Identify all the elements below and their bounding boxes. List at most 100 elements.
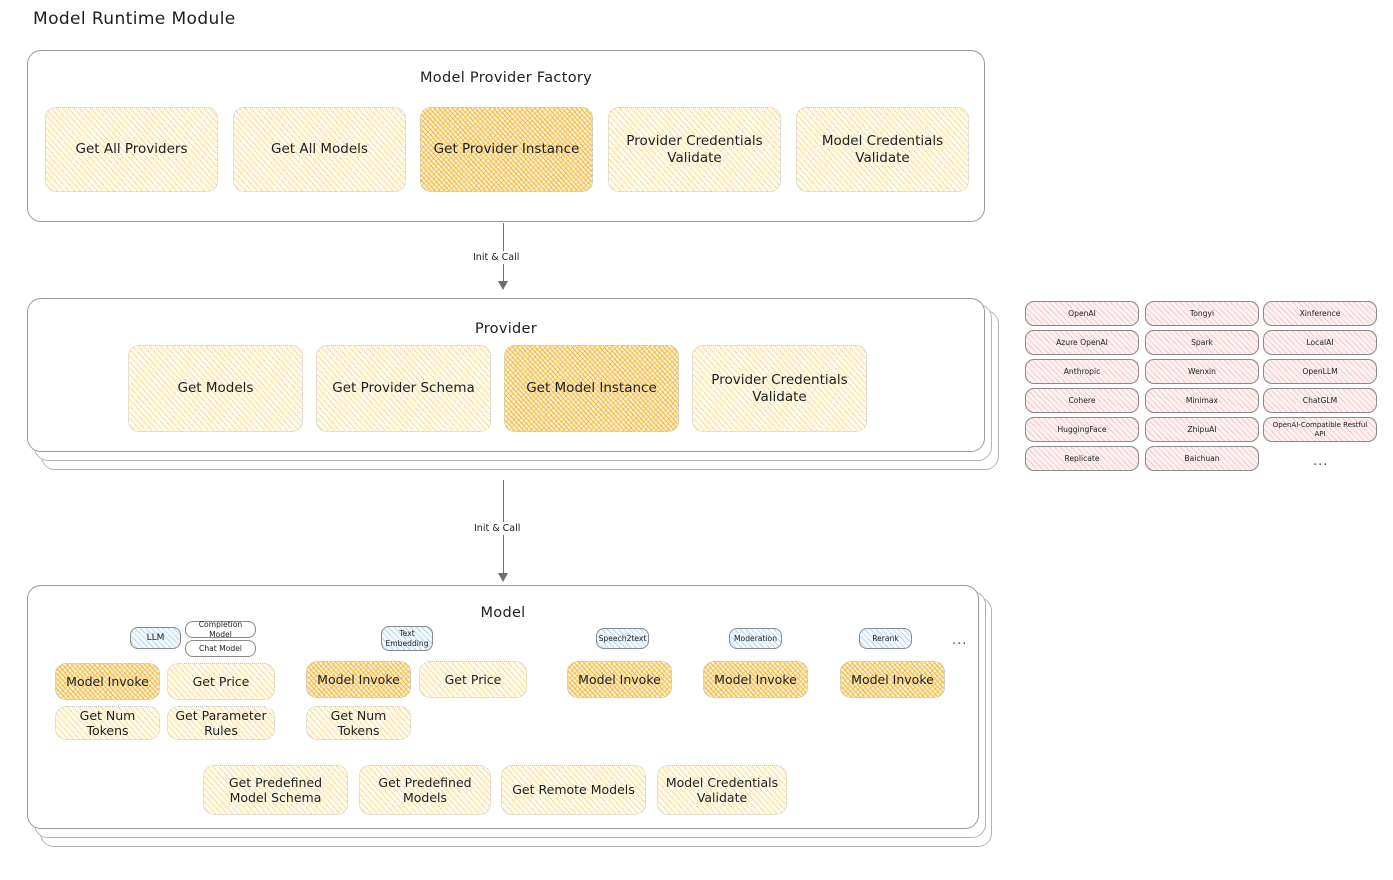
- node-get-provider-instance[interactable]: Get Provider Instance: [420, 107, 593, 192]
- provider-chip-anthropic[interactable]: Anthropic: [1025, 359, 1139, 384]
- node-provider-credentials-validate[interactable]: Provider Credentials Validate: [608, 107, 781, 192]
- model-type-label: Moderation: [734, 633, 778, 643]
- method-get-remote-models[interactable]: Get Remote Models: [501, 765, 646, 815]
- node-label: Get All Models: [271, 141, 368, 158]
- method-get-predefined-model-schema[interactable]: Get Predefined Model Schema: [203, 765, 348, 815]
- method-moderation-model-invoke[interactable]: Model Invoke: [703, 661, 808, 698]
- model-type-label: Speech2text: [598, 633, 647, 643]
- method-label: Model Invoke: [851, 671, 934, 687]
- method-model-credentials-validate[interactable]: Model Credentials Validate: [657, 765, 787, 815]
- node-label: Provider Credentials Validate: [626, 133, 763, 166]
- model-type-llm[interactable]: LLM: [130, 627, 181, 649]
- arrow-provider-to-model-label: Init & Call: [470, 522, 525, 535]
- method-label: Get Num Tokens: [79, 707, 136, 738]
- provider-chip-label: Tongyi: [1189, 308, 1215, 318]
- provider-chip-label: Replicate: [1064, 453, 1100, 463]
- node-label: Get All Providers: [75, 141, 188, 158]
- model-type-text-embedding[interactable]: Text Embedding: [381, 626, 433, 651]
- node-model-credentials-validate[interactable]: Model Credentials Validate: [796, 107, 969, 192]
- method-label: Get Price: [444, 671, 502, 687]
- provider-chip-wenxin[interactable]: Wenxin: [1145, 359, 1259, 384]
- provider-chip-label: HuggingFace: [1057, 424, 1107, 434]
- node-get-provider-schema[interactable]: Get Provider Schema: [316, 345, 491, 432]
- model-subtype-label: Chat Model: [199, 643, 242, 653]
- method-text-embedding-model-invoke[interactable]: Model Invoke: [306, 661, 411, 698]
- method-label: Get Predefined Model Schema: [228, 774, 323, 805]
- node-get-all-providers[interactable]: Get All Providers: [45, 107, 218, 192]
- model-subtype-label: Completion Model: [198, 620, 243, 639]
- provider-chip-azure-openai[interactable]: Azure OpenAI: [1025, 330, 1139, 355]
- method-label: Get Num Tokens: [330, 707, 387, 738]
- model-subtype-completion-model[interactable]: Completion Model: [185, 620, 256, 639]
- arrow-factory-to-provider-head: [498, 281, 508, 290]
- method-llm-model-invoke[interactable]: Model Invoke: [55, 663, 160, 700]
- method-rerank-model-invoke[interactable]: Model Invoke: [840, 661, 945, 698]
- provider-chip-label: ChatGLM: [1302, 395, 1338, 405]
- provider-chip-openai-compatible-restful-api[interactable]: OpenAI-Compatible Restful API: [1263, 417, 1377, 442]
- model-type-speech2text[interactable]: Speech2text: [596, 628, 649, 649]
- node-label: Get Provider Schema: [332, 380, 475, 397]
- provider-chip-baichuan[interactable]: Baichuan: [1145, 446, 1259, 471]
- model-type-rerank[interactable]: Rerank: [859, 628, 912, 649]
- provider-chip-label: LocalAI: [1306, 337, 1334, 347]
- node-provider-credentials-validate-2[interactable]: Provider Credentials Validate: [692, 345, 867, 432]
- provider-chip-label: ZhipuAI: [1187, 424, 1217, 434]
- method-llm-get-num-tokens[interactable]: Get Num Tokens: [55, 706, 160, 740]
- provider-chip-minimax[interactable]: Minimax: [1145, 388, 1259, 413]
- node-label: Get Provider Instance: [433, 141, 580, 158]
- model-type-label: LLM: [146, 632, 165, 643]
- method-label: Model Invoke: [714, 671, 797, 687]
- method-speech2text-model-invoke[interactable]: Model Invoke: [567, 661, 672, 698]
- provider-chip-xinference[interactable]: Xinference: [1263, 301, 1377, 326]
- arrow-factory-to-provider-label: Init & Call: [469, 251, 524, 264]
- method-label: Get Parameter Rules: [175, 707, 267, 738]
- provider-chip-label: OpenAI-Compatible Restful API: [1272, 420, 1368, 438]
- method-text-embedding-get-price[interactable]: Get Price: [419, 661, 527, 698]
- method-label: Model Invoke: [317, 671, 400, 687]
- model-subtype-chat-model[interactable]: Chat Model: [185, 640, 256, 657]
- method-label: Get Remote Models: [512, 782, 635, 798]
- provider-chip-openllm[interactable]: OpenLLM: [1263, 359, 1377, 384]
- provider-chip-label: Spark: [1191, 337, 1213, 347]
- provider-chip-cohere[interactable]: Cohere: [1025, 388, 1139, 413]
- model-title: Model: [480, 605, 526, 621]
- provider-chip-replicate[interactable]: Replicate: [1025, 446, 1139, 471]
- provider-chip-chatglm[interactable]: ChatGLM: [1263, 388, 1377, 413]
- provider-chip-label: Xinference: [1299, 308, 1341, 318]
- model-provider-factory-title: Model Provider Factory: [419, 70, 593, 86]
- node-get-models[interactable]: Get Models: [128, 345, 303, 432]
- provider-chip-localai[interactable]: LocalAI: [1263, 330, 1377, 355]
- node-label: Get Model Instance: [526, 380, 657, 397]
- model-type-label: Text Embedding: [385, 629, 429, 648]
- provider-chip-label: OpenAI: [1068, 308, 1096, 318]
- provider-chip-tongyi[interactable]: Tongyi: [1145, 301, 1259, 326]
- method-label: Get Price: [192, 673, 250, 689]
- provider-chip-label: Cohere: [1068, 395, 1096, 405]
- provider-chip-label: Baichuan: [1184, 453, 1220, 463]
- provider-list-more: ...: [1313, 454, 1329, 469]
- method-llm-get-price[interactable]: Get Price: [167, 663, 275, 700]
- method-label: Get Predefined Models: [378, 774, 472, 805]
- node-get-all-models[interactable]: Get All Models: [233, 107, 406, 192]
- provider-chip-label: OpenLLM: [1302, 366, 1338, 376]
- node-get-model-instance[interactable]: Get Model Instance: [504, 345, 679, 432]
- provider-chip-openai[interactable]: OpenAI: [1025, 301, 1139, 326]
- method-llm-get-parameter-rules[interactable]: Get Parameter Rules: [167, 706, 275, 740]
- model-type-moderation[interactable]: Moderation: [729, 628, 782, 649]
- method-text-embedding-get-num-tokens[interactable]: Get Num Tokens: [306, 706, 411, 740]
- method-label: Model Invoke: [578, 671, 661, 687]
- method-get-predefined-models[interactable]: Get Predefined Models: [359, 765, 491, 815]
- node-label: Provider Credentials Validate: [711, 372, 848, 405]
- provider-chip-label: Azure OpenAI: [1056, 337, 1108, 347]
- page-title: Model Runtime Module: [33, 9, 236, 29]
- node-label: Get Models: [177, 380, 254, 397]
- model-type-label: Rerank: [872, 633, 899, 643]
- provider-chip-label: Anthropic: [1063, 366, 1101, 376]
- provider-chip-label: Wenxin: [1188, 366, 1216, 376]
- provider-chip-spark[interactable]: Spark: [1145, 330, 1259, 355]
- model-types-more: ...: [952, 633, 968, 648]
- method-label: Model Invoke: [66, 673, 149, 689]
- provider-chip-huggingface[interactable]: HuggingFace: [1025, 417, 1139, 442]
- provider-chip-zhipuai[interactable]: ZhipuAI: [1145, 417, 1259, 442]
